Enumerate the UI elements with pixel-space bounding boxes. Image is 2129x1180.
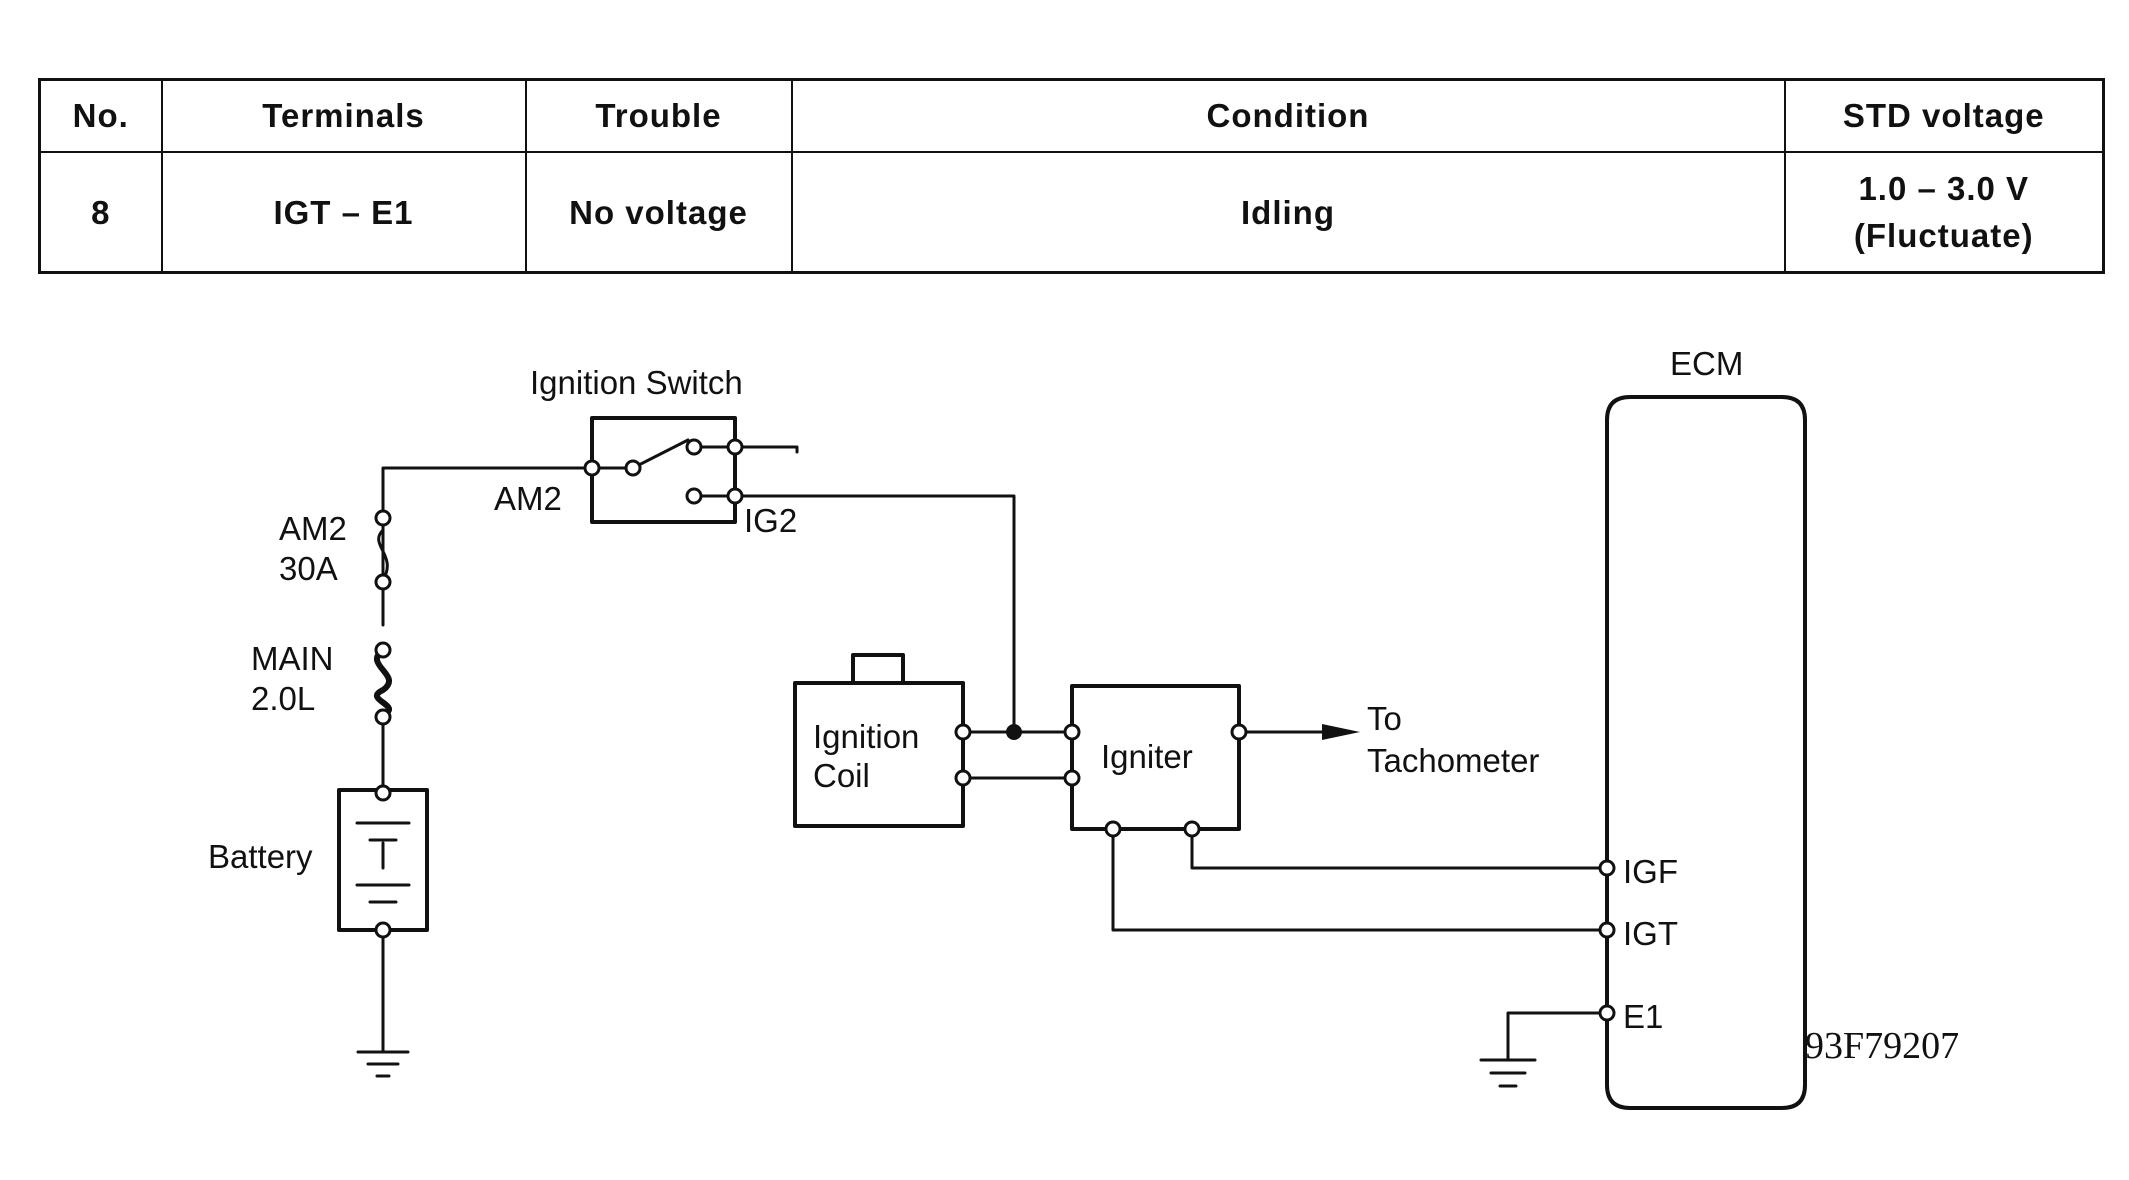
ignition-coil-terminal <box>851 653 905 685</box>
ignition-coil-label-line2: Coil <box>813 757 870 794</box>
spec-table: No. Terminals Trouble Condition STD volt… <box>38 78 2105 274</box>
igniter-right-terminal <box>1230 723 1248 741</box>
ignition-coil-label-line1: Ignition <box>813 718 919 755</box>
tachometer-label-line1: To <box>1367 700 1402 737</box>
igniter-igt-terminal <box>1104 820 1122 838</box>
switch-am2-label: AM2 <box>494 480 562 517</box>
tachometer-arrow <box>1322 724 1360 740</box>
igniter-left-lower-terminal <box>1063 769 1081 787</box>
igniter-label: Igniter <box>1101 738 1193 775</box>
ecm-box <box>1605 395 1807 1110</box>
fusible-link-upper-terminal <box>374 641 392 659</box>
ignition-switch-label: Ignition Switch <box>530 364 743 401</box>
fuse-lower-terminal <box>374 573 392 591</box>
ecm-igf-label: IGF <box>1623 853 1678 890</box>
fusible-link-lower-terminal <box>374 708 392 726</box>
std-voltage-range: 1.0 – 3.0 V <box>1858 170 2030 207</box>
ecm-e1-terminal <box>1598 1004 1616 1022</box>
splice-junction <box>1006 724 1022 740</box>
tachometer-label-line2: Tachometer <box>1367 742 1539 779</box>
table-header-row: No. Terminals Trouble Condition STD volt… <box>38 78 2105 153</box>
ecm-igt-terminal <box>1598 921 1616 939</box>
header-trouble: Trouble <box>524 78 793 153</box>
fuse-name-label: AM2 <box>279 510 347 547</box>
wire-ig2-to-igniter <box>733 494 1016 734</box>
switch-ig2-label: IG2 <box>744 502 797 539</box>
ignition-switch-box <box>590 416 737 524</box>
ground-symbol-ecm <box>1479 1058 1537 1088</box>
switch-ig2-terminal <box>726 487 744 505</box>
battery-cells <box>355 821 411 904</box>
figure-code: 93F79207 <box>1805 1025 1959 1067</box>
fuse-upper-terminal <box>374 509 392 527</box>
fusible-link-symbol <box>373 647 393 718</box>
header-no: No. <box>38 78 163 153</box>
coil-lower-terminal <box>954 769 972 787</box>
switch-contact-upper <box>685 438 703 456</box>
table-row: 8 IGT – E1 No voltage Idling 1.0 – 3.0 V… <box>38 151 2105 274</box>
cell-std-voltage: 1.0 – 3.0 V (Fluctuate) <box>1783 151 2105 274</box>
wire-igf <box>1190 827 1609 870</box>
switch-pivot <box>624 459 642 477</box>
cell-no: 8 <box>38 151 163 274</box>
cell-condition: Idling <box>790 151 1786 274</box>
wire-am2-to-switch <box>381 466 593 627</box>
battery-label: Battery <box>208 838 313 875</box>
cell-trouble: No voltage <box>524 151 793 274</box>
ecm-igf-terminal <box>1598 859 1616 877</box>
ecm-label: ECM <box>1670 345 1743 382</box>
header-terminals: Terminals <box>160 78 527 153</box>
wire-e1-ground <box>1506 1011 1609 1062</box>
battery-negative-terminal <box>374 921 392 939</box>
header-condition: Condition <box>790 78 1786 153</box>
igniter-box <box>1070 684 1241 831</box>
fusible-link-name-label: MAIN <box>251 640 334 677</box>
header-std-voltage: STD voltage <box>1783 78 2105 153</box>
fuse-rating-label: 30A <box>279 550 338 587</box>
battery-positive-terminal <box>374 784 392 802</box>
std-voltage-note: (Fluctuate) <box>1853 217 2034 254</box>
fusible-link-rating-label: 2.0L <box>251 680 315 717</box>
ecm-e1-label: E1 <box>1623 998 1663 1035</box>
cell-terminals: IGT – E1 <box>160 151 527 274</box>
switch-contact-lower <box>685 487 703 505</box>
ecm-igt-label: IGT <box>1623 915 1678 952</box>
switch-am2-terminal <box>583 459 601 477</box>
wire-igt <box>1111 827 1609 932</box>
fuse-am2-symbol <box>377 528 389 582</box>
igniter-igf-terminal <box>1183 820 1201 838</box>
igniter-left-upper-terminal <box>1063 723 1081 741</box>
coil-upper-terminal <box>954 723 972 741</box>
ground-symbol-battery <box>356 1050 410 1078</box>
switch-upper-terminal <box>726 438 744 456</box>
